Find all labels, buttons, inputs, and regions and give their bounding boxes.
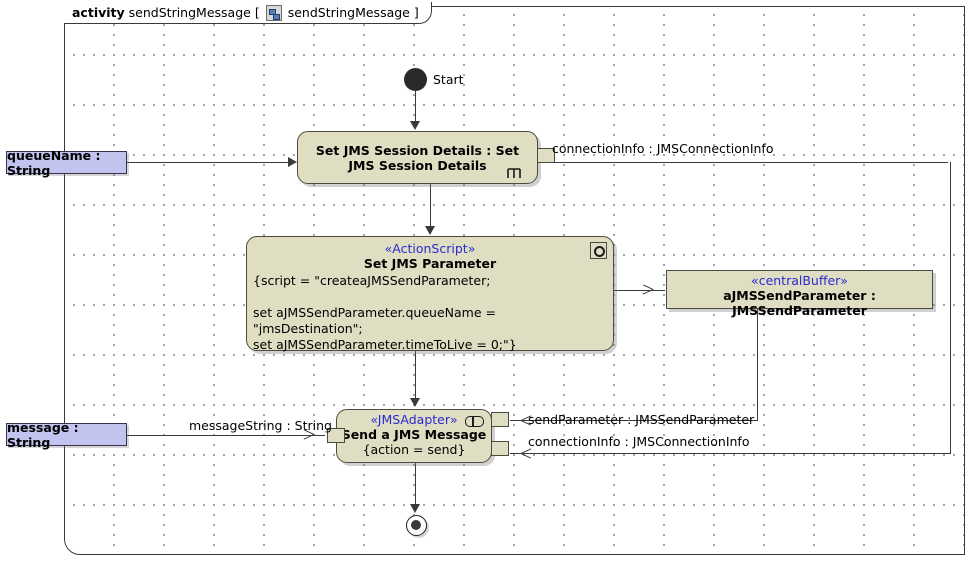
input-pin-send-parameter[interactable] xyxy=(491,412,509,427)
buffer-stereotype: «centralBuffer» xyxy=(751,273,848,288)
flow-connection-info-bottom-horizontal xyxy=(510,453,951,454)
interface-icon xyxy=(465,416,484,427)
activity-diagram-icon xyxy=(265,4,282,21)
activity-parameter-message[interactable]: message : String xyxy=(6,420,127,450)
edge-label-connection-info-top: connectionInfo : JMSConnectionInfo xyxy=(552,141,774,156)
buffer-title: aJMSSendParameter : JMSSendParameter xyxy=(723,288,876,318)
action-set-jms-session-details[interactable]: Set JMS Session Details : Set JMS Sessio… xyxy=(297,131,538,184)
frame-bracket-close: ] xyxy=(413,5,419,20)
flow-session-to-parameter-arrowhead xyxy=(425,226,435,235)
action-script-body: {script = "createaJMSSendParameter; set … xyxy=(253,273,517,352)
script-gear-icon xyxy=(590,242,607,259)
input-pin-message-string[interactable] xyxy=(327,428,345,443)
flow-queuename-arrowhead xyxy=(288,157,297,167)
flow-send-to-final xyxy=(415,463,416,507)
activity-final-icon[interactable] xyxy=(406,515,427,536)
frame-inner-name: sendStringMessage xyxy=(287,5,410,20)
flow-start-to-session-arrowhead xyxy=(410,121,420,130)
activity-parameter-queue-name[interactable]: queueName : String xyxy=(6,148,127,178)
rake-icon xyxy=(507,168,521,178)
edge-label-send-parameter: sendParameter : JMSSendParameter xyxy=(528,412,755,427)
flow-parameter-to-send-arrowhead xyxy=(410,398,420,407)
action-title: Send a JMS Message xyxy=(341,427,487,442)
start-label: Start xyxy=(433,72,464,87)
action-send-a-jms-message[interactable]: «JMSAdapter» Send a JMS Message {action … xyxy=(336,409,492,463)
action-action-property: {action = send} xyxy=(362,442,466,457)
frame-keyword: activity xyxy=(72,5,125,20)
activity-parameter-label: queueName : String xyxy=(7,147,101,178)
frame-bracket-open: [ xyxy=(254,5,260,20)
activity-parameter-label: message : String xyxy=(7,419,79,450)
action-title: Set JMS Session Details : Set JMS Sessio… xyxy=(315,142,520,173)
frame-name: sendStringMessage xyxy=(128,5,251,20)
flow-parameter-to-buffer xyxy=(614,290,665,291)
edge-label-connection-info-bottom: connectionInfo : JMSConnectionInfo xyxy=(528,434,750,449)
flow-send-to-final-arrowhead xyxy=(410,504,420,513)
action-stereotype: «JMSAdapter» xyxy=(370,412,458,427)
initial-node-icon[interactable] xyxy=(404,68,427,91)
flow-session-to-parameter xyxy=(430,184,431,228)
flow-message-to-send xyxy=(127,435,325,436)
flow-buffer-to-send-horizontal xyxy=(510,420,758,421)
flow-queuename-to-session xyxy=(127,162,290,163)
activity-frame-header: activity sendStringMessage [ sendStringM… xyxy=(64,2,432,24)
action-title: Set JMS Parameter xyxy=(363,256,497,271)
output-pin-connection-info[interactable] xyxy=(537,148,555,163)
input-pin-connection-info[interactable] xyxy=(491,441,509,456)
flow-buffer-down xyxy=(757,309,758,420)
edge-label-message-string: messageString : String xyxy=(189,418,332,433)
flow-parameter-to-send xyxy=(415,351,416,400)
flow-connection-info-right-routing xyxy=(931,162,951,454)
central-buffer-ajmssendparameter[interactable]: «centralBuffer» aJMSSendParameter : JMSS… xyxy=(666,270,933,318)
action-set-jms-parameter[interactable]: «ActionScript» Set JMS Parameter {script… xyxy=(246,236,614,352)
flow-start-to-session xyxy=(415,91,416,123)
flow-connection-info-top-horizontal xyxy=(555,162,948,163)
action-stereotype: «ActionScript» xyxy=(384,241,476,256)
